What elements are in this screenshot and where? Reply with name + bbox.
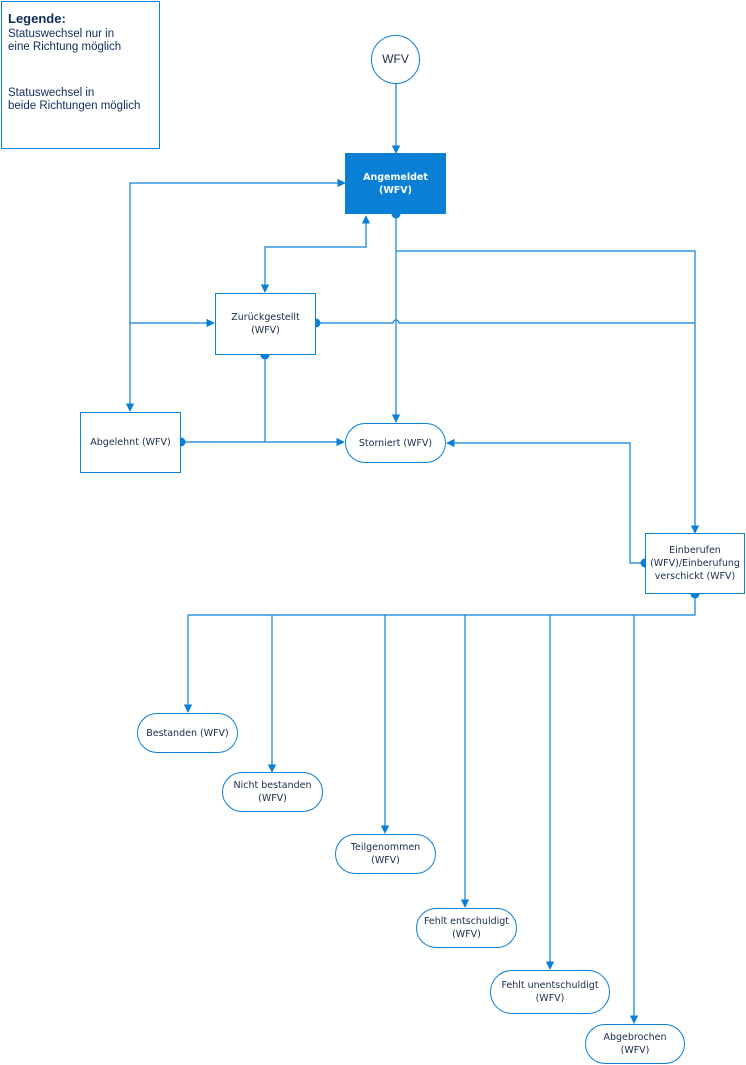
node-fehlt-unentschuldigt[interactable]: Fehlt unentschuldigt (WFV) [490, 970, 610, 1014]
edge-angemeldet-zurueckgestellt [260, 215, 371, 293]
legend-both-ways-text: Statuswechsel in beide Richtungen möglic… [8, 87, 141, 112]
edge-zurueckgestellt-einberufen [316, 319, 695, 324]
node-fehlt-entschuldigt[interactable]: Fehlt entschuldigt (WFV) [416, 908, 517, 948]
edge-einberufen-bus [188, 594, 696, 616]
node-angemeldet[interactable]: Angemeldet (WFV) [345, 153, 446, 214]
node-bestanden[interactable]: Bestanden (WFV) [137, 713, 238, 753]
node-storniert[interactable]: Storniert (WFV) [345, 423, 446, 463]
node-abgelehnt[interactable]: Abgelehnt (WFV) [80, 412, 181, 473]
node-nicht-bestanden[interactable]: Nicht bestanden (WFV) [222, 772, 323, 812]
edge-abgelehnt-angemeldet [125, 178, 346, 412]
node-teilgenommen[interactable]: Teilgenommen (WFV) [335, 834, 436, 874]
edge-angemeldet-einberufen [396, 250, 700, 534]
node-zurueckgestellt[interactable]: Zurückgestellt (WFV) [215, 293, 316, 355]
legend-title: Legende: [8, 11, 66, 26]
node-start[interactable]: WFV [371, 35, 420, 84]
node-einberufen[interactable]: Einberufen (WFV)/Einberufung verschickt … [645, 533, 745, 594]
legend-one-way-text: Statuswechsel nur in eine Richtung mögli… [8, 28, 122, 53]
legend-box: Legende: Statuswechsel nur in eine Richt… [1, 1, 160, 149]
node-abgebrochen[interactable]: Abgebrochen (WFV) [585, 1024, 685, 1064]
edge-einberufen-storniert [446, 438, 645, 564]
